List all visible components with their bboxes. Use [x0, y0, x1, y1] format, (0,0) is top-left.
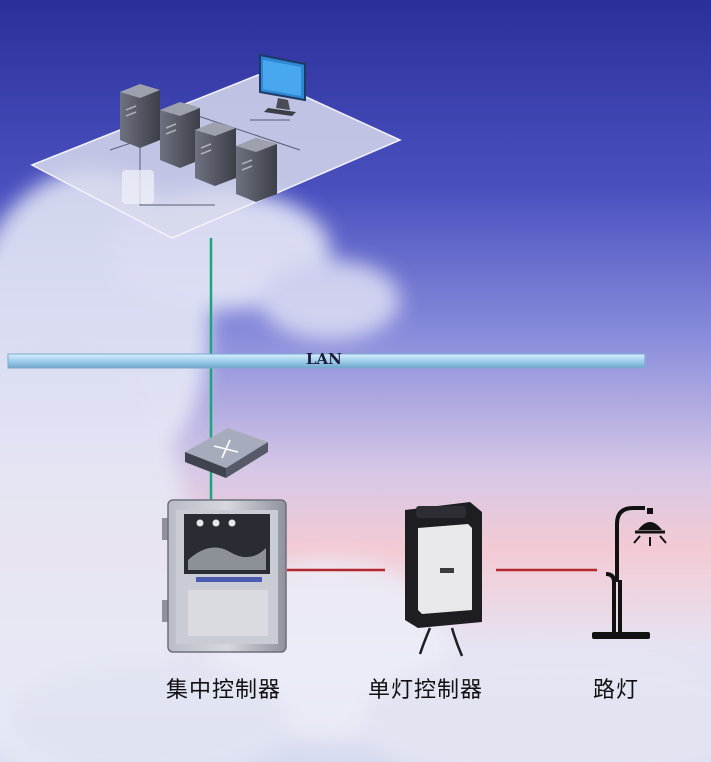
concentrator-cabinet — [162, 499, 287, 653]
street-lamp-label: 路灯 — [593, 678, 640, 703]
lan-bus — [7, 353, 646, 369]
server-icon — [236, 138, 277, 202]
single-lamp-controller-label: 单灯控制器 — [368, 678, 484, 703]
network-switch-icon — [185, 428, 268, 478]
single-lamp-controller — [405, 502, 482, 657]
concentrator-label: 集中控制器 — [166, 678, 282, 703]
server-icon — [195, 122, 236, 186]
server-icon — [120, 84, 160, 148]
street-lamp-icon — [592, 506, 667, 639]
lan-label: LAN — [306, 350, 342, 368]
monitor-icon — [259, 53, 306, 116]
server-icon — [160, 102, 200, 168]
